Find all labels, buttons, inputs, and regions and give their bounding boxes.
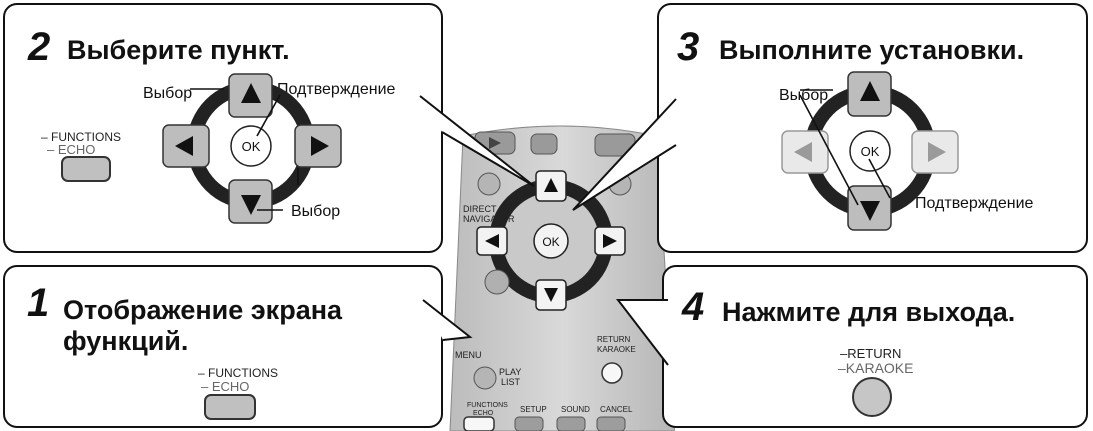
step3-dpad: OK: [781, 71, 959, 231]
step4-return-label: –RETURN: [840, 346, 902, 361]
step2-confirm-label: Подтверждение: [277, 81, 396, 98]
step3-confirm-label: Подтверждение: [915, 195, 1034, 212]
remote-menu-label: MENU: [455, 350, 482, 360]
step2-ok-button: OK: [230, 125, 272, 167]
remote-karaoke-label: KARAOKE: [597, 345, 636, 354]
step3-down-arrow: [847, 185, 892, 231]
step2-functions-label: – FUNCTIONS: [41, 130, 122, 144]
remote-play-label: PLAY: [499, 367, 521, 377]
step2-down-arrow: [228, 179, 273, 224]
remote-setup-label: SETUP: [520, 405, 547, 414]
step3-panel: 3 Выполните установки. Выбор Подтвержден…: [657, 3, 1088, 253]
step2-right-arrow: [294, 124, 342, 168]
step3-title: Выполните установки.: [719, 35, 1025, 65]
remote-down-button: [535, 279, 567, 311]
step4-panel: 4 Нажмите для выхода. –RETURN –KARAOKE: [662, 265, 1088, 428]
remote-right-button: [594, 226, 626, 256]
step1-functions-label: – FUNCTIONS: [198, 366, 279, 380]
step2-ok-text: OK: [242, 139, 261, 154]
step1-functions-button: [204, 394, 256, 420]
step2-left-arrow: [162, 124, 210, 168]
step3-up-arrow: [847, 71, 892, 117]
step3-number: 3: [677, 25, 700, 69]
remote-sound-label: SOUND: [561, 405, 590, 414]
step3-ok-text: OK: [861, 144, 880, 159]
step1-panel: 1 Отображение экрана функций. – FUNCTION…: [3, 265, 443, 428]
step3-ok-button: OK: [849, 130, 891, 172]
step2-number: 2: [28, 25, 51, 69]
step2-dpad: OK: [162, 73, 342, 224]
remote-cancel-label: CANCEL: [600, 405, 633, 414]
step4-number: 4: [682, 285, 705, 329]
remote-left-button: [476, 226, 508, 256]
step2-panel: 2 Выберите пункт. Выбор Подтверждение Вы…: [3, 3, 443, 253]
remote-functions-label: FUNCTIONS: [467, 402, 508, 409]
remote-list-label: LIST: [501, 377, 521, 387]
step2-echo-label: – ECHO: [47, 142, 96, 157]
step2-up-arrow: [228, 73, 273, 118]
remote-ok-text: OK: [542, 235, 559, 249]
remote-echo-label: ECHO: [473, 410, 494, 417]
step3-left-arrow: [781, 130, 829, 174]
step2-select-left-label: Выбор: [143, 85, 193, 102]
step1-echo-label: – ECHO: [201, 379, 250, 394]
step2-functions-button: [61, 156, 111, 182]
remote-return-label: RETURN: [597, 335, 631, 344]
step2-title: Выберите пункт.: [67, 35, 290, 65]
step4-return-button: [852, 377, 892, 417]
remote-up-button: [535, 170, 567, 202]
step1-number: 1: [27, 281, 50, 325]
step3-right-arrow: [911, 130, 959, 174]
step1-title-line1: Отображение экрана: [63, 295, 343, 325]
step2-select-bottom-label: Выбор: [291, 203, 341, 220]
step1-title-line2: функций.: [63, 326, 189, 356]
step4-title: Нажмите для выхода.: [722, 297, 1016, 327]
step4-karaoke-label: –KARAOKE: [838, 360, 914, 376]
remote-ok-button: OK: [533, 223, 569, 259]
